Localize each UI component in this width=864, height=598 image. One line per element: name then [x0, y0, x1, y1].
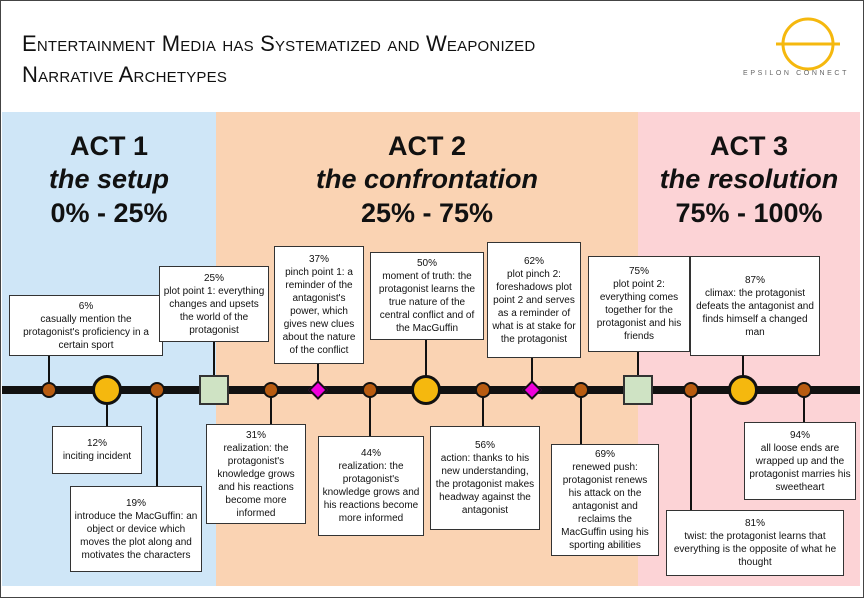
event-text: action: thanks to his new understanding,…	[435, 453, 535, 516]
event-text: realization: the protagonist's knowledge…	[322, 461, 420, 524]
connector-37	[317, 364, 319, 386]
event-marker-50	[411, 375, 441, 405]
event-text: casually mention the protagonist's profi…	[23, 313, 149, 351]
act-3-number: ACT 3	[709, 131, 788, 161]
act-3-heading: ACT 3 the resolution 75% - 100%	[638, 130, 860, 231]
event-pct: 94%	[789, 429, 810, 441]
epsilon-connect-logo	[776, 17, 840, 71]
connector-44	[369, 394, 371, 436]
act-3-name: the resolution	[659, 164, 839, 194]
connector-87	[742, 356, 744, 386]
event-text: introduce the MacGuffin: an object or de…	[74, 510, 198, 561]
event-box-25: 25% plot point 1: everything changes and…	[159, 266, 269, 342]
event-pct: 25%	[203, 272, 224, 284]
event-pct: 87%	[744, 274, 765, 286]
event-box-81: 81% twist: the protagonist learns that e…	[666, 510, 844, 576]
event-box-62: 62% plot pinch 2: foreshadows plot point…	[487, 242, 581, 358]
event-text: pinch point 1: a reminder of the antagon…	[282, 267, 356, 356]
event-text: inciting incident	[62, 451, 132, 462]
event-text: all loose ends are wrapped up and the pr…	[749, 442, 851, 493]
connector-69	[580, 394, 582, 444]
event-box-87: 87% climax: the protagonist defeats the …	[690, 256, 820, 356]
act-1-heading: ACT 1 the setup 0% - 25%	[2, 130, 216, 231]
connector-25	[213, 342, 215, 386]
event-marker-87	[728, 375, 758, 405]
event-text: moment of truth: the protagonist learns …	[378, 271, 476, 334]
connector-75	[637, 352, 639, 386]
connector-81	[690, 394, 692, 510]
event-text: climax: the protagonist defeats the anta…	[696, 287, 814, 338]
act-1-name: the setup	[48, 164, 169, 194]
event-marker-19	[149, 382, 165, 398]
event-pct: 69%	[594, 449, 615, 460]
act-3-range: 75% - 100%	[675, 198, 823, 228]
title-line-1: Entertainment Media has Systematized and…	[22, 31, 536, 56]
connector-94	[803, 394, 805, 422]
event-marker-31	[263, 382, 279, 398]
event-pct: 12%	[86, 438, 107, 449]
logo-text: EPSILON CONNECT	[743, 70, 849, 77]
connector-62	[531, 358, 533, 386]
title-line-2: Narrative Archetypes	[22, 62, 228, 87]
event-marker-56	[475, 382, 491, 398]
event-box-69: 69% renewed push: protagonist renews his…	[551, 444, 659, 556]
event-pct: 44%	[360, 448, 381, 459]
event-pct: 19%	[125, 497, 146, 509]
event-text: realization: the protagonist's knowledge…	[217, 442, 295, 519]
act-2-name: the confrontation	[316, 164, 538, 194]
event-box-75: 75% plot point 2: everything comes toget…	[588, 256, 690, 352]
act-1-range: 0% - 25%	[50, 198, 168, 228]
event-text: plot point 2: everything comes together …	[596, 279, 682, 342]
event-text: twist: the protagonist learns that every…	[673, 531, 837, 568]
page-title: Entertainment Media has Systematized and…	[22, 28, 535, 90]
connector-31	[270, 394, 272, 424]
connector-56	[482, 394, 484, 426]
event-box-12: 12% inciting incident	[52, 426, 142, 474]
event-pct: 37%	[308, 254, 329, 265]
act-2-number: ACT 2	[387, 131, 466, 161]
event-box-50: 50% moment of truth: the protagonist lea…	[370, 252, 484, 340]
event-pct: 56%	[474, 440, 495, 451]
event-pct: 75%	[628, 266, 649, 277]
event-box-56: 56% action: thanks to his new understand…	[430, 426, 540, 530]
act-1-number: ACT 1	[69, 131, 148, 161]
event-marker-6	[41, 382, 57, 398]
event-box-31: 31% realization: the protagonist's knowl…	[206, 424, 306, 524]
event-marker-75	[623, 375, 653, 405]
event-box-6: 6% casually mention the protagonist's pr…	[9, 295, 163, 356]
event-pct: 81%	[744, 518, 765, 529]
connector-12	[106, 394, 108, 426]
event-box-37: 37% pinch point 1: a reminder of the ant…	[274, 246, 364, 364]
event-text: renewed push: protagonist renews his att…	[561, 462, 649, 551]
act-2-range: 25% - 75%	[360, 198, 494, 228]
connector-19	[156, 394, 158, 486]
event-marker-44	[362, 382, 378, 398]
event-box-94: 94% all loose ends are wrapped up and th…	[744, 422, 856, 500]
connector-50	[425, 340, 427, 386]
event-pct: 50%	[416, 258, 437, 269]
event-box-44: 44% realization: the protagonist's knowl…	[318, 436, 424, 536]
event-text: plot point 1: everything changes and ups…	[163, 285, 265, 336]
event-marker-69	[573, 382, 589, 398]
event-marker-81	[683, 382, 699, 398]
event-pct: 6%	[78, 300, 94, 312]
event-box-19: 19% introduce the MacGuffin: an object o…	[70, 486, 202, 572]
event-marker-25	[199, 375, 229, 405]
event-marker-94	[796, 382, 812, 398]
event-text: plot pinch 2: foreshadows plot point 2 a…	[492, 268, 576, 345]
event-pct: 62%	[523, 255, 544, 267]
act-2-heading: ACT 2 the confrontation 25% - 75%	[216, 130, 638, 231]
event-pct: 31%	[245, 429, 266, 441]
connector-6	[48, 356, 50, 386]
event-marker-12	[92, 375, 122, 405]
